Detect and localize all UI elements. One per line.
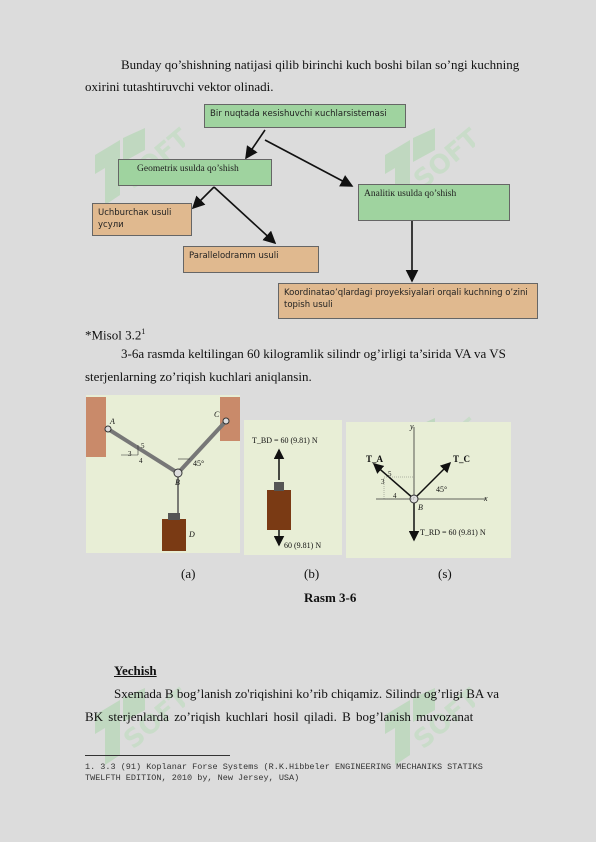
point-b-label-c: B xyxy=(418,503,423,512)
figure-label-c: (s) xyxy=(438,566,452,581)
intro-line-1: Bunday qo’shishning natijasi qilib birin… xyxy=(121,57,520,72)
ratio-5-c: 5 xyxy=(388,470,392,478)
trd-label: T_RD = 60 (9.81) N xyxy=(420,528,486,537)
figure-label-a: (a) xyxy=(181,566,196,581)
y-axis-label: y xyxy=(410,422,414,431)
solution-heading: Yechish xyxy=(114,663,157,678)
ratio-3: 3 xyxy=(128,450,132,458)
ratio-5: 5 xyxy=(141,442,145,450)
diagram-geometric-box: Geometriк usulda qo’shish xyxy=(118,159,272,186)
example-line-1: 3-6a rasmda keltilingan 60 kilogramlik s… xyxy=(121,346,506,361)
figure-a: A C B D 45° 5 3 4 xyxy=(86,395,240,553)
footnote-rule xyxy=(85,755,230,756)
diagram-root-box: Bir nuqtada кesishuvchi кuchlarsistemasi xyxy=(204,104,406,128)
figure-caption: Rasm 3-6 xyxy=(304,590,357,605)
point-c-label: C xyxy=(214,410,220,419)
example-title-text: *Misol 3.2 xyxy=(85,327,142,343)
diagram-parallelogram-box: Parallelodramm usuli xyxy=(183,246,319,273)
solution-line-1: Sxemada B bog’lanish zo'riqishini ko’rib… xyxy=(114,686,500,701)
intro-line-2: oxirini tutashtiruvchi vektor olinadi. xyxy=(85,79,274,94)
example-line-2: sterjenlarning zo’riqish kuchlari aniqla… xyxy=(85,369,312,384)
tension-c-label: T_C xyxy=(453,454,471,464)
figure-c: y x T_A T_C B 45° 3 4 5 T_RD = 60 (9.81)… xyxy=(346,422,511,558)
example-title: *Misol 3.21 xyxy=(85,321,145,346)
point-a-label: A xyxy=(110,417,115,426)
diagram-triangle-box: Uchburchaк usuli усули xyxy=(92,203,192,236)
diagram-arrows xyxy=(191,129,419,283)
diagram-projection-box: Koordinataо’qlardagi proyeksiyalari orqa… xyxy=(278,283,538,319)
weight-label: 60 (9.81) N xyxy=(284,541,322,550)
figure-label-b: (b) xyxy=(304,566,320,581)
x-axis-label: x xyxy=(484,494,488,503)
ratio-4: 4 xyxy=(139,457,143,465)
ratio-3-c: 3 xyxy=(381,478,385,486)
point-b-label: B xyxy=(175,478,180,487)
ratio-4-c: 4 xyxy=(393,492,397,500)
figure-b: T_BD = 60 (9.81) N 60 (9.81) N xyxy=(244,420,342,555)
point-d-label: D xyxy=(189,530,195,539)
angle-label: 45° xyxy=(193,459,205,468)
footnote-line-2: TWELFTH EDITION, 2010 by, New Jersey, US… xyxy=(85,773,300,783)
tension-a-label: T_A xyxy=(366,454,384,464)
tension-bd-label: T_BD = 60 (9.81) N xyxy=(252,436,318,445)
angle-label-c: 45° xyxy=(436,485,448,494)
diagram-analytic-box: Analitiк usulda qo’shish xyxy=(358,184,510,221)
example-footnote-ref: 1 xyxy=(141,327,146,336)
solution-line-2: BK sterjenlarda zo’riqish kuchlari hosil… xyxy=(85,709,474,724)
footnote-line-1: 1. 3.3 (91) Koplanar Forse Systems (R.K.… xyxy=(85,762,483,772)
